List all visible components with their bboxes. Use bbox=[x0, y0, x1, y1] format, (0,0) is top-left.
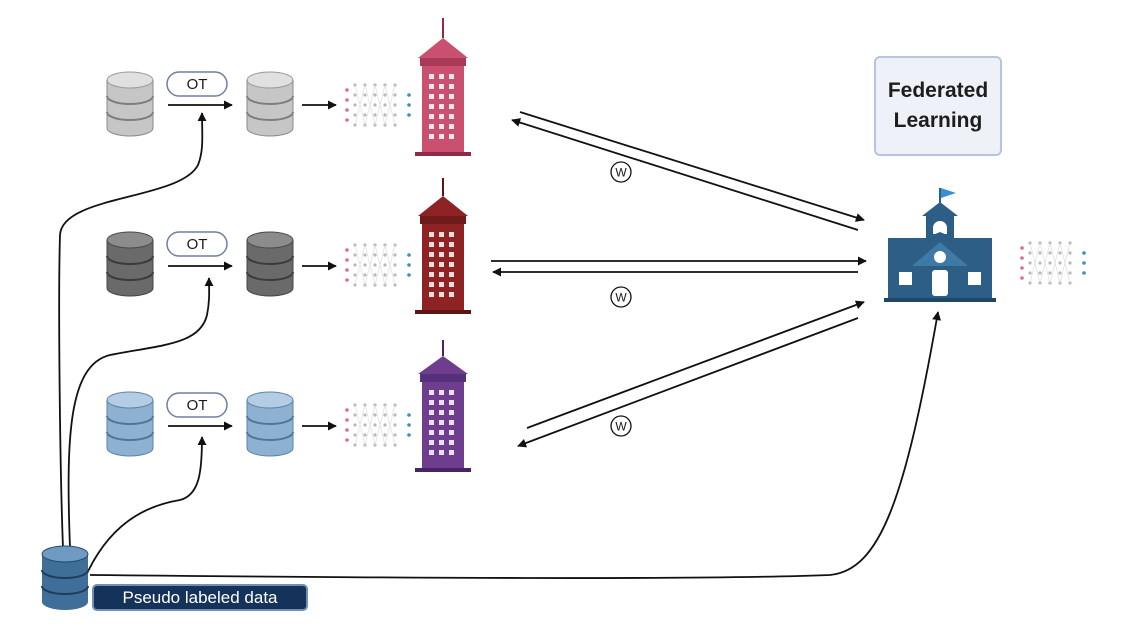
weight-badge-1: W bbox=[610, 161, 632, 183]
pseudo-to-row3-arrow bbox=[83, 436, 207, 581]
weight-label-3: W bbox=[615, 420, 627, 434]
neural-network-icon-3 bbox=[345, 402, 412, 448]
global-model-icon bbox=[1020, 240, 1087, 286]
pseudo-to-row1-arrow bbox=[58, 112, 207, 549]
ot-label-3: OT bbox=[187, 397, 208, 414]
target-database-icon-1 bbox=[246, 71, 294, 137]
federated-learning-title: Federated Learning bbox=[887, 79, 989, 132]
client-building-icon-2 bbox=[415, 178, 471, 314]
weight-label-1: W bbox=[615, 166, 627, 180]
ot-badge-1: OT bbox=[166, 71, 228, 97]
client-building-icon-1 bbox=[415, 18, 471, 156]
weight-badge-3: W bbox=[610, 415, 632, 437]
ot-badge-2: OT bbox=[166, 231, 228, 257]
ot-label-1: OT bbox=[187, 76, 208, 93]
weight-label-2: W bbox=[615, 291, 627, 305]
ot-label-2: OT bbox=[187, 236, 208, 253]
download-arrow-1 bbox=[511, 118, 859, 231]
weight-badge-2: W bbox=[610, 286, 632, 308]
pseudo-database-icon bbox=[41, 545, 89, 611]
pseudo-to-server-arrow bbox=[89, 311, 942, 579]
upload-arrow-3 bbox=[526, 300, 865, 429]
source-database-icon-2 bbox=[106, 231, 154, 297]
source-database-icon-1 bbox=[106, 71, 154, 137]
pseudo-labeled-data-label: Pseudo labeled data bbox=[92, 584, 308, 611]
server-school-icon bbox=[884, 188, 996, 302]
ot-badge-3: OT bbox=[166, 392, 228, 418]
target-database-icon-2 bbox=[246, 231, 294, 297]
federated-learning-box: Federated Learning bbox=[874, 56, 1002, 156]
download-arrow-3 bbox=[517, 317, 859, 448]
neural-network-icon-2 bbox=[345, 242, 412, 288]
pseudo-to-row2-arrow bbox=[67, 277, 214, 549]
upload-arrow-1 bbox=[519, 111, 865, 222]
neural-network-icon-1 bbox=[345, 82, 412, 128]
source-database-icon-3 bbox=[106, 391, 154, 457]
client-building-icon-3 bbox=[415, 340, 471, 472]
target-database-icon-3 bbox=[246, 391, 294, 457]
